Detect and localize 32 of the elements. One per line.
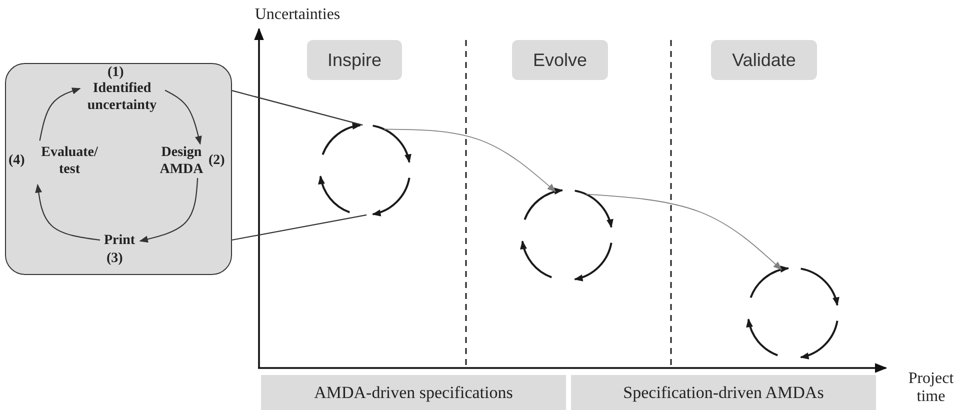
cycle-drawing <box>520 188 614 282</box>
phase-label: Evolve <box>532 50 588 70</box>
step-number: (2) <box>208 152 225 168</box>
phase-label: Inspire <box>327 50 382 70</box>
arrow <box>39 88 81 141</box>
phase-label-box <box>512 40 608 80</box>
zoom-line <box>232 214 367 241</box>
arrow <box>139 178 198 243</box>
zoom-panel <box>5 63 232 275</box>
arrow <box>586 194 782 270</box>
arrow <box>164 90 202 145</box>
axis-label: Project time <box>907 370 955 406</box>
phase-band <box>261 375 566 410</box>
step-number: (1) <box>108 64 124 80</box>
phase-label: Validate <box>732 50 796 70</box>
step-label: Evaluate/ test <box>40 144 99 178</box>
axis-label: Uncertainties <box>254 6 342 24</box>
arrow <box>35 184 100 241</box>
phase-label-box <box>307 40 402 80</box>
step-number: (3) <box>106 250 123 266</box>
phase-label: AMDA-driven specifications <box>314 382 513 402</box>
cycle-drawing <box>318 123 412 217</box>
phase-label-box <box>711 40 817 80</box>
step-label: Print <box>104 232 136 249</box>
zoom-line <box>232 90 363 126</box>
step-label: Identified uncertainty <box>86 80 158 114</box>
step-number: (4) <box>8 152 25 168</box>
phase-label: Specification-driven AMDAs <box>623 382 824 402</box>
step-label: Design AMDA <box>158 144 204 178</box>
cycle-drawing <box>746 266 840 360</box>
phase-band <box>571 375 876 410</box>
arrow <box>384 128 556 192</box>
